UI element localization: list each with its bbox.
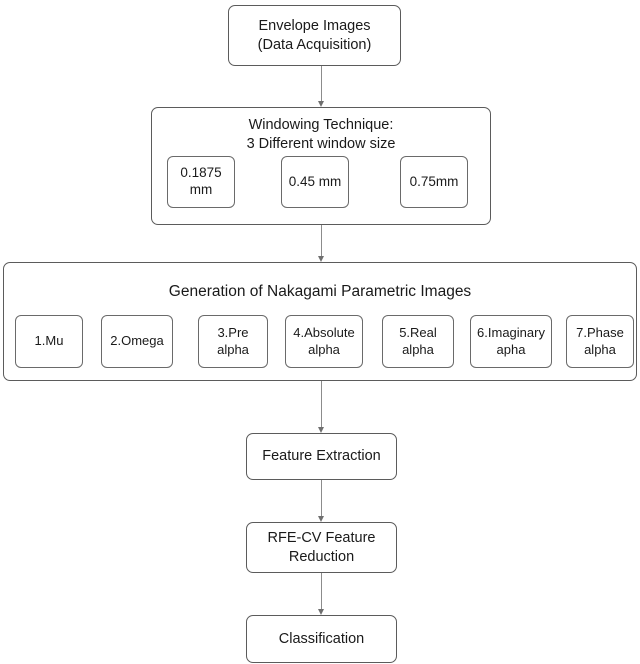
nakagami-parameter-2: 2.Omega — [101, 315, 173, 368]
window-size-option-1: 0.1875 mm — [167, 156, 235, 208]
node-rfecv-feature-reduction: RFE-CV Feature Reduction — [246, 522, 397, 573]
nakagami-parameter-1: 1.Mu — [15, 315, 83, 368]
node-classification-label: Classification — [278, 630, 365, 647]
nakagami-parameter-3: 3.Pre alpha — [198, 315, 268, 368]
nakagami-parameter-2-label: 2.Omega — [110, 333, 164, 349]
edge-shaft — [321, 573, 323, 609]
nakagami-parameter-1-label: 1.Mu — [34, 333, 64, 349]
arrow-head-icon — [317, 609, 324, 615]
nakagami-parameter-6-label: 6.Imaginary apha — [477, 325, 545, 357]
node-windowing-title: Windowing Technique: 3 Different window … — [246, 117, 396, 152]
node-feature-extraction: Feature Extraction — [246, 433, 397, 480]
node-envelope-images: Envelope Images (Data Acquisition) — [228, 5, 401, 66]
node-classification: Classification — [246, 615, 397, 663]
nakagami-parameter-4: 4.Absolute alpha — [285, 315, 363, 368]
node-nakagami-title: Generation of Nakagami Parametric Images — [168, 283, 472, 300]
arrow-head-icon — [317, 256, 324, 262]
window-size-option-2: 0.45 mm — [281, 156, 349, 208]
window-size-option-3-label: 0.75mm — [409, 173, 459, 189]
arrow-head-icon — [317, 427, 324, 433]
edge-shaft — [321, 225, 323, 256]
arrow-head-icon — [317, 101, 324, 107]
nakagami-parameter-7-label: 7.Phase alpha — [576, 325, 624, 357]
nakagami-parameter-7: 7.Phase alpha — [566, 315, 634, 368]
nakagami-parameter-3-label: 3.Pre alpha — [217, 325, 249, 357]
node-rfecv-feature-reduction-label: RFE-CV Feature Reduction — [267, 529, 376, 565]
window-size-option-1-label: 0.1875 mm — [180, 165, 222, 197]
nakagami-parameter-5: 5.Real alpha — [382, 315, 454, 368]
nakagami-parameter-4-label: 4.Absolute alpha — [293, 325, 355, 357]
node-nakagami-generation: Generation of Nakagami Parametric Images… — [3, 262, 637, 381]
node-feature-extraction-label: Feature Extraction — [262, 448, 381, 465]
nakagami-parameter-6: 6.Imaginary apha — [470, 315, 552, 368]
edge-shaft — [321, 381, 323, 427]
node-windowing-technique: Windowing Technique: 3 Different window … — [151, 107, 491, 225]
arrow-head-icon — [317, 516, 324, 522]
window-size-option-2-label: 0.45 mm — [288, 173, 342, 189]
edge-shaft — [321, 480, 323, 516]
window-size-option-3: 0.75mm — [400, 156, 468, 208]
node-envelope-images-label: Envelope Images (Data Acquisition) — [257, 17, 372, 53]
nakagami-parameter-5-label: 5.Real alpha — [399, 325, 437, 357]
edge-shaft — [321, 66, 323, 101]
